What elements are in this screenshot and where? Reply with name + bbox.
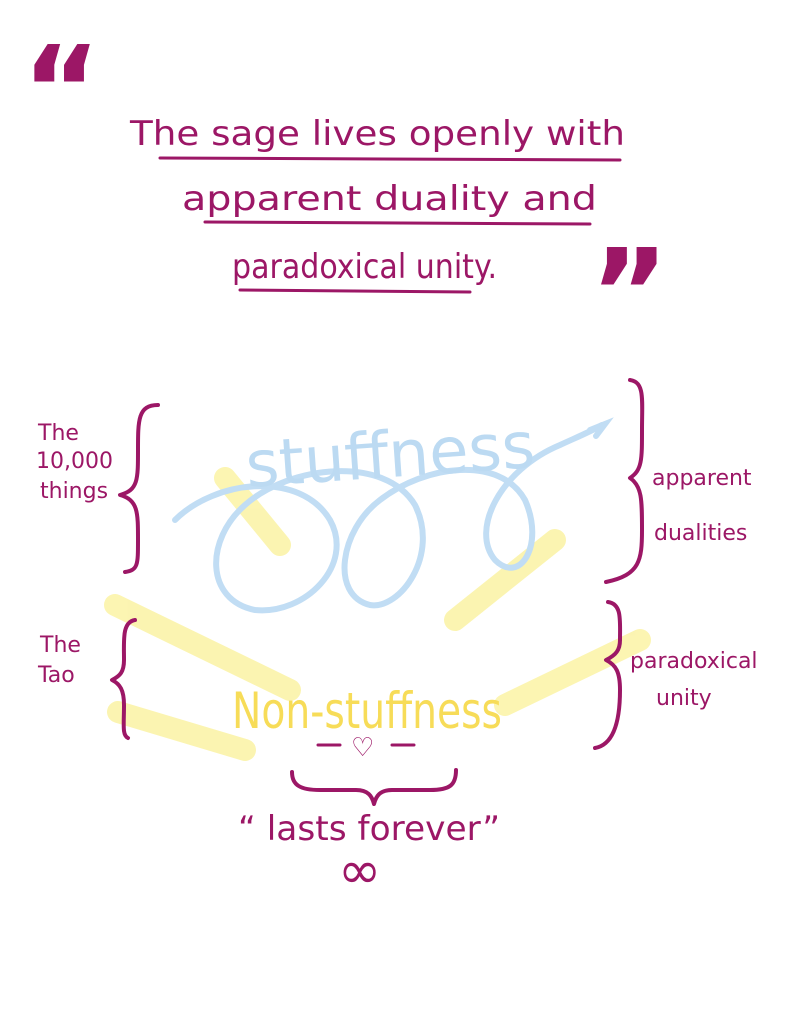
label-paradoxical-unity: paradoxical unity [630,649,765,711]
close-quote-mark: ” [590,225,669,364]
lasts-forever-caption: “ lasts forever” [238,809,500,849]
label-apparent-dualities: apparent dualities [652,466,759,546]
stuffness-text: stuffness [243,409,537,503]
heart-icon: ♡ [351,733,374,763]
quote-line-1: The sage lives openly with [129,114,625,154]
label-the-tao-line-2: Tao [37,663,75,688]
label-the-10000-things: The 10,000 things [36,421,120,504]
quote-underlines [158,156,622,294]
label-the-10000-things-line-2: 10,000 [36,449,113,474]
braces [110,378,645,806]
infinity-icon: ∞ [338,841,381,901]
label-apparent-dualities-line-2: dualities [654,521,747,546]
quote-line-3: paradoxical unity. [232,247,497,287]
blue-loop-swirl [172,417,614,614]
label-the-10000-things-line-3: things [40,479,108,504]
label-the-tao-line-1: The [39,633,81,658]
label-the-10000-things-line-1: The [37,421,79,446]
open-quote-mark: “ [22,22,101,161]
quote-line-2: apparent duality and [182,179,597,219]
label-paradoxical-unity-line-1: paradoxical [630,649,758,674]
label-the-tao: The Tao [37,633,88,688]
label-paradoxical-unity-line-2: unity [656,686,712,711]
non-stuffness-text: Non-stuffness [232,682,502,740]
label-apparent-dualities-line-1: apparent [652,466,752,491]
